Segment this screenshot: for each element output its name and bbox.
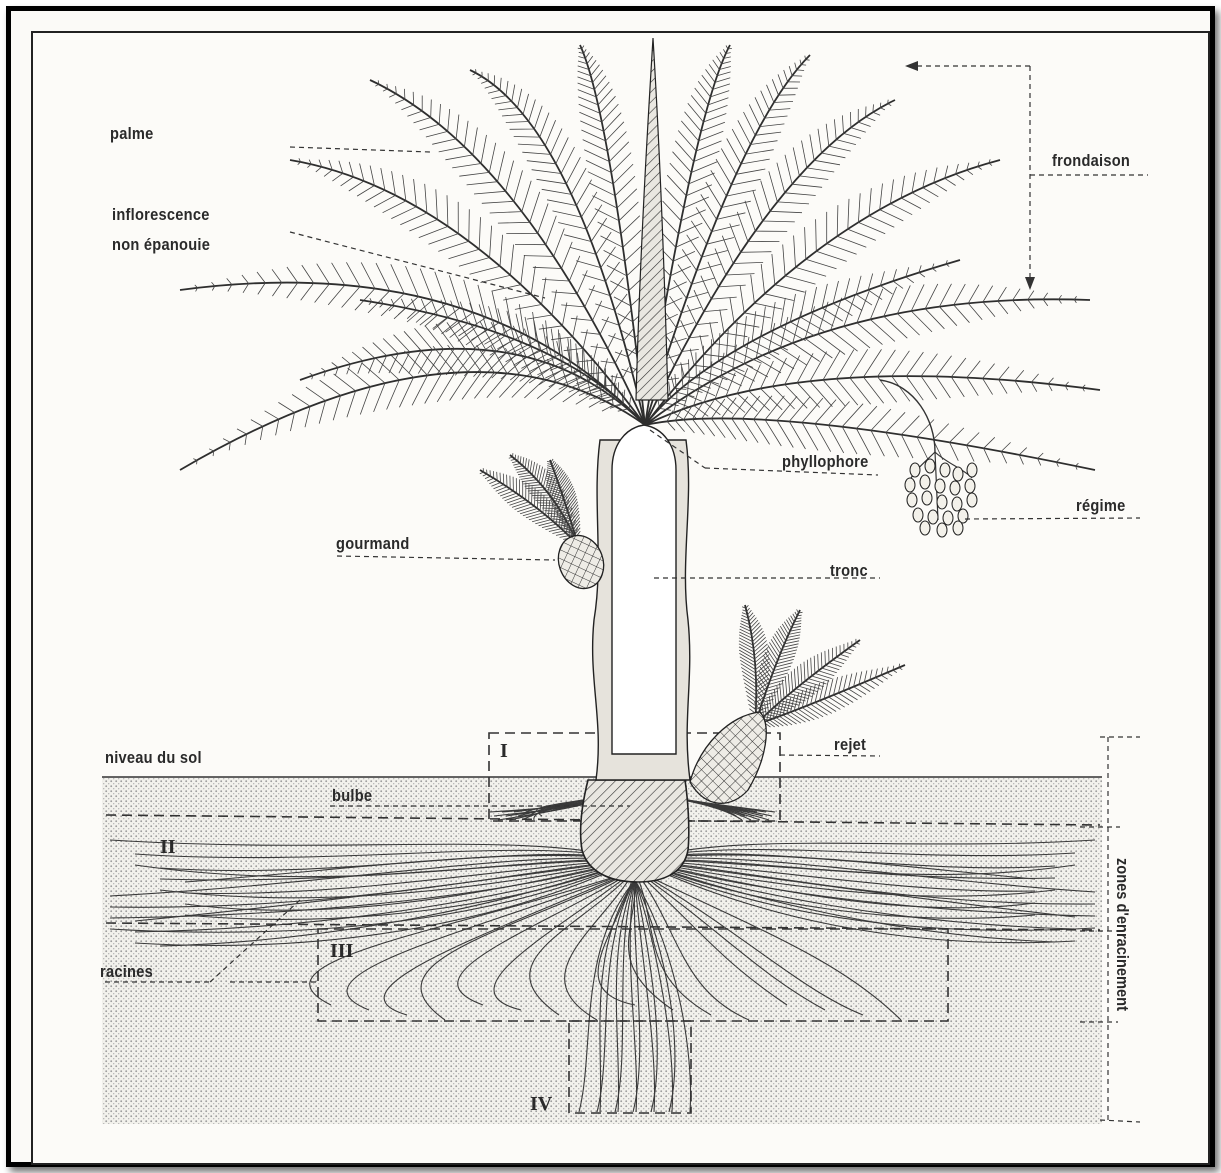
fronds [180, 45, 1100, 470]
frond-3 [180, 262, 645, 425]
date-fruit-18 [943, 511, 953, 525]
date-fruit-22 [953, 521, 963, 535]
label-niveau-du-sol: niveau du sol [105, 748, 202, 768]
date-fruit-21 [937, 523, 947, 537]
frond-13 [645, 349, 1100, 425]
rejet-fronds [739, 605, 905, 727]
gourmand-fronds [480, 453, 581, 545]
rejet-frond-3 [755, 639, 860, 725]
date-fruit-16 [913, 508, 923, 522]
date-fruit-10 [965, 479, 975, 493]
date-fruit-1 [910, 463, 920, 477]
date-fruit-11 [907, 493, 917, 507]
date-fruit-12 [922, 491, 932, 505]
frond-9 [645, 55, 810, 425]
trunk-core [612, 425, 676, 754]
spear-leaf [636, 38, 668, 400]
label-inflorescence-line1: inflorescence [112, 205, 210, 225]
date-fruit-13 [937, 495, 947, 509]
zone-label-i: I [500, 740, 508, 763]
label-gourmand: gourmand [336, 534, 410, 554]
label-bulbe: bulbe [332, 786, 372, 806]
label-tronc: tronc [830, 561, 868, 581]
date-fruit-3 [940, 463, 950, 477]
label-frondaison: frondaison [1052, 151, 1130, 171]
frond-2 [180, 345, 645, 470]
label-rejet: rejet [834, 735, 866, 755]
date-fruit-17 [928, 510, 938, 524]
zone-label-iii: III [330, 940, 353, 963]
date-fruit-9 [950, 481, 960, 495]
date-fruit-15 [967, 493, 977, 507]
date-fruit-5 [967, 463, 977, 477]
date-fruit-4 [953, 467, 963, 481]
date-fruit-14 [952, 497, 962, 511]
label-racines: racines [100, 962, 153, 982]
date-fruit-7 [920, 475, 930, 489]
label-regime: régime [1076, 496, 1126, 516]
frondaison-arrow-left [905, 61, 918, 71]
label-palme: palme [110, 124, 154, 144]
date-fruit-8 [935, 479, 945, 493]
bulb [581, 780, 689, 882]
frondaison-arrow-down [1025, 277, 1035, 290]
frond-14 [645, 396, 1095, 470]
date-fruit-6 [905, 478, 915, 492]
label-phyllophore: phyllophore [782, 452, 868, 472]
label-zones-enracinement: zones d'enracinement [1112, 858, 1132, 1011]
label-inflorescence-line2: non épanouie [112, 235, 210, 255]
date-fruit-20 [920, 521, 930, 535]
date-fruit-2 [925, 459, 935, 473]
zone-label-ii: II [160, 836, 176, 859]
zone-label-iv: IV [530, 1093, 552, 1116]
date-bunch [905, 452, 977, 537]
